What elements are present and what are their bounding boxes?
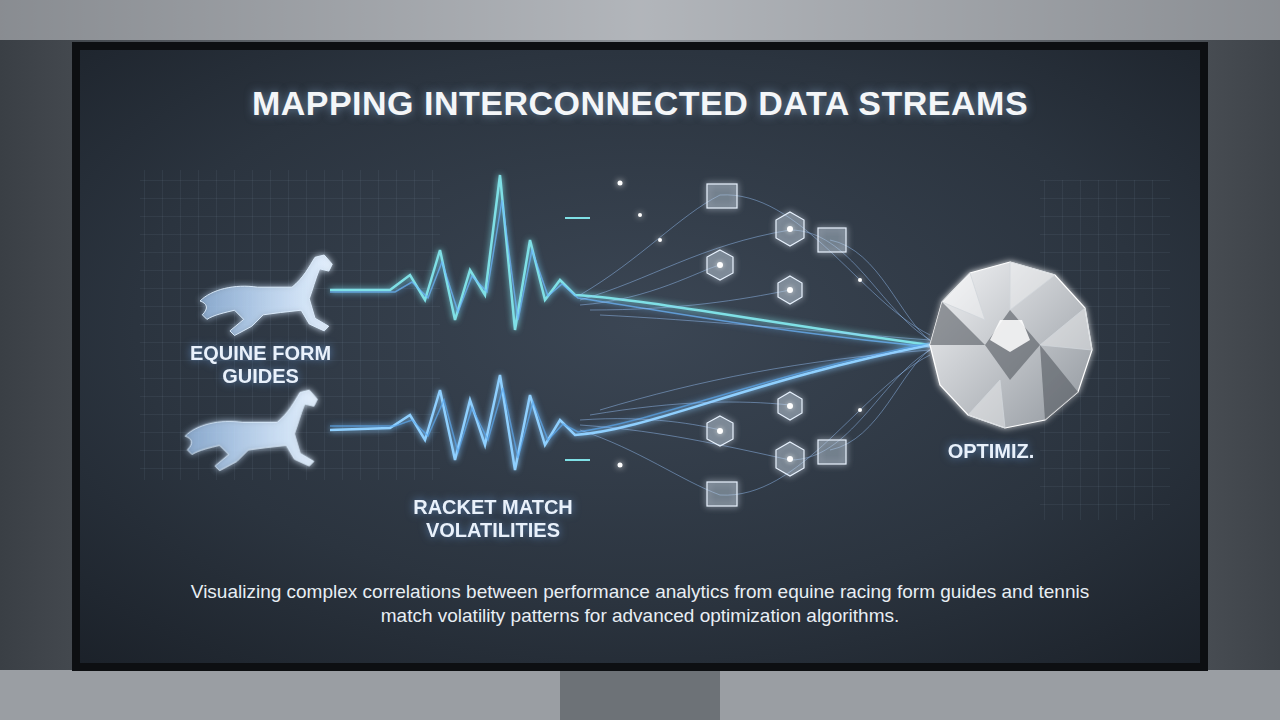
source-label: RACKET MATCH VOLATILITIES bbox=[398, 496, 588, 542]
source-label: EQUINE FORM GUIDES bbox=[178, 342, 343, 388]
diagram-title: MAPPING INTERCONNECTED DATA STREAMS bbox=[80, 84, 1200, 123]
output-label: OPTIMIZ. bbox=[936, 440, 1046, 463]
diagram-caption: Visualizing complex correlations between… bbox=[190, 580, 1090, 628]
